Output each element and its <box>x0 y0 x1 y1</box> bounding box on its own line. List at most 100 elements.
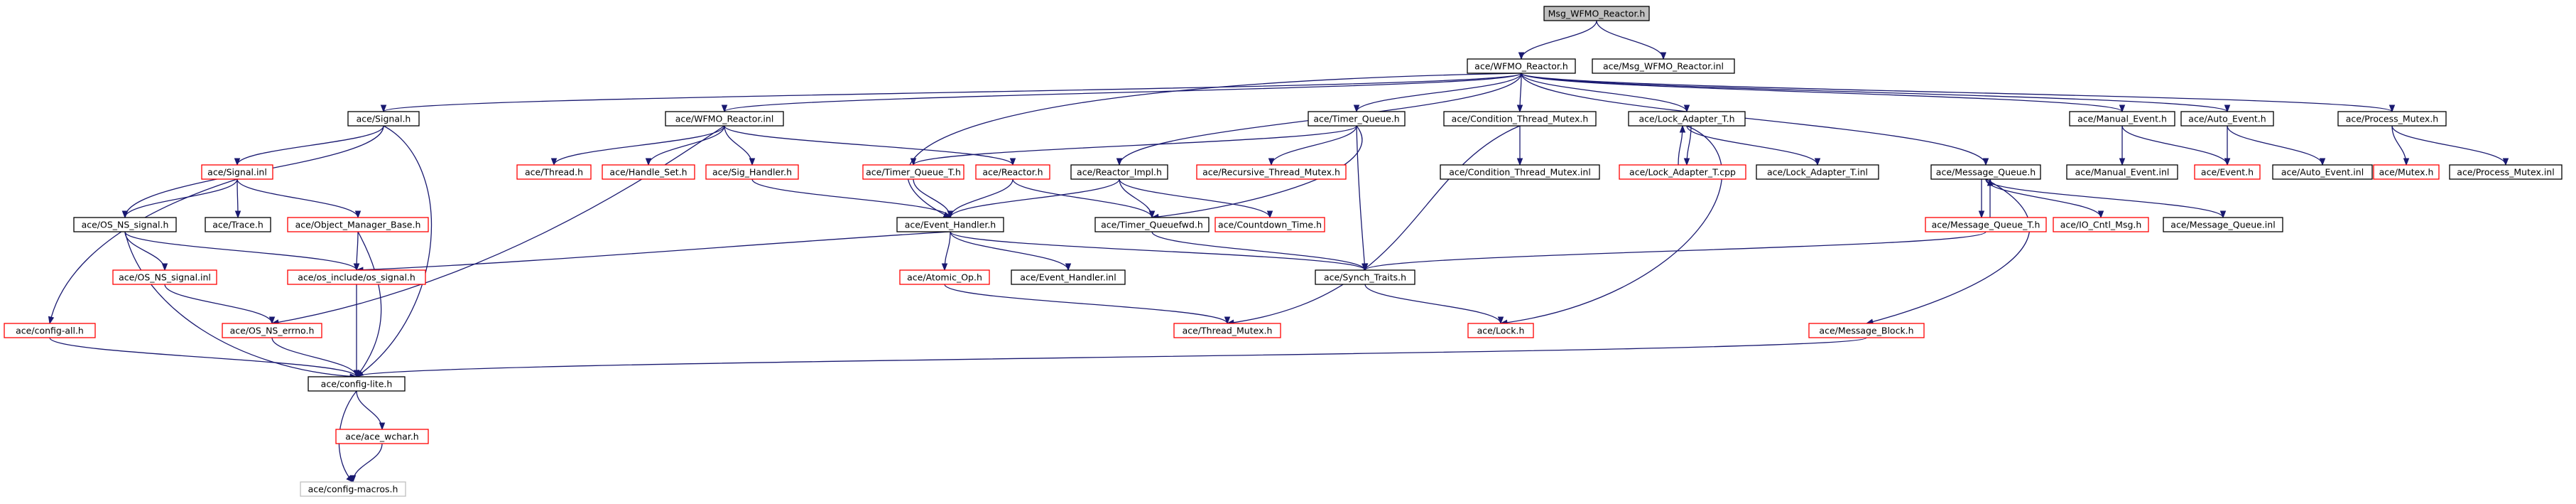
arrowhead-icon <box>354 210 362 219</box>
node-thread-h[interactable]: ace/Thread.h <box>516 164 592 180</box>
node-process-mutex-inl[interactable]: ace/Process_Mutex.inl <box>2449 164 2563 180</box>
node-label: ace/IO_Cntl_Msg.h <box>2060 220 2142 230</box>
node-box <box>1315 269 1415 285</box>
node-label: ace/Recursive_Thread_Mutex.h <box>1202 167 1340 178</box>
node-timer-queue-h[interactable]: ace/Timer_Queue.h <box>1308 111 1406 127</box>
node-ace-wchar-h[interactable]: ace/ace_wchar.h <box>335 429 429 444</box>
edge-wfmo_reactor_h-to-signal_h <box>380 73 1522 113</box>
node-thread-mutex-h[interactable]: ace/Thread_Mutex.h <box>1173 323 1281 338</box>
edge-lock_adapter_t_h-to-lock_adapter_t_cpp <box>1683 125 1692 166</box>
node-label: ace/Process_Mutex.h <box>2346 114 2438 124</box>
edge-os_ns_errno_h-to-config_lite_h <box>271 337 360 378</box>
node-signal-h[interactable]: ace/Signal.h <box>347 111 420 127</box>
node-lock-adapter-t-cpp[interactable]: ace/Lock_Adapter_T.cpp <box>1619 164 1746 180</box>
arrowhead-icon <box>1148 210 1156 219</box>
node-atomic-op-h[interactable]: ace/Atomic_Op.h <box>899 269 990 285</box>
edge-line <box>49 178 238 324</box>
node-condition-thread-mutex-h[interactable]: ace/Condition_Thread_Mutex.h <box>1443 111 1597 127</box>
node-event-handler-h[interactable]: ace/Event_Handler.h <box>896 217 1004 232</box>
node-label: ace/Message_Queue.h <box>1936 167 2036 178</box>
edge-reactor_impl_h-to-timer_queuefwd_h <box>1119 178 1156 219</box>
node-message-block-h[interactable]: ace/Message_Block.h <box>1808 323 1925 338</box>
node-event-handler-inl[interactable]: ace/Event_Handler.inl <box>1011 269 1126 285</box>
node-process-mutex-h[interactable]: ace/Process_Mutex.h <box>2337 111 2447 127</box>
node-auto-event-h[interactable]: ace/Auto_Event.h <box>2180 111 2274 127</box>
node-box <box>2180 111 2274 127</box>
edge-message_queue_h-to-io_cntl_msg_h <box>1985 178 2104 219</box>
edge-lock_adapter_t_h-to-lock_adapter_t_inl <box>1686 125 1821 166</box>
node-box <box>1467 58 1576 74</box>
node-signal-inl[interactable]: ace/Signal.inl <box>201 164 273 180</box>
arrowhead-icon <box>947 210 954 219</box>
node-box <box>347 111 420 127</box>
node-timer-queue-t-h[interactable]: ace/Timer_Queue_T.h <box>862 164 964 180</box>
node-os-ns-errno-h[interactable]: ace/OS_NS_errno.h <box>222 323 322 338</box>
arrowhead-icon <box>349 475 357 483</box>
node-os-ns-signal-inl[interactable]: ace/OS_NS_signal.inl <box>112 269 217 285</box>
arrowhead-icon <box>1224 316 1231 325</box>
edge-line <box>724 73 1522 112</box>
arrowhead-icon <box>48 316 55 325</box>
edge-message_queue_h-to-message_queue_t_h <box>1978 179 1985 219</box>
node-wfmo-reactor-inl[interactable]: ace/WFMO_Reactor.inl <box>665 111 784 127</box>
arrowhead-icon <box>1266 210 1273 219</box>
node-manual-event-h[interactable]: ace/Manual_Event.h <box>2069 111 2175 127</box>
edge-line <box>1521 73 2228 112</box>
edge-wfmo_reactor_h-to-condition_thread_mutex_h <box>1516 73 1523 113</box>
node-mutex-h[interactable]: ace/Mutex.h <box>2373 164 2440 180</box>
node-os-ns-signal-h[interactable]: ace/OS_NS_signal.h <box>73 217 177 232</box>
node-box <box>73 217 177 232</box>
arrowhead-icon <box>2388 104 2396 113</box>
edge-line <box>913 125 1357 166</box>
edge-wfmo_reactor_h-to-process_mutex_h <box>1521 73 2396 113</box>
node-countdown-time-h[interactable]: ace/Countdown_Time.h <box>1214 217 1325 232</box>
node-handle-set-h[interactable]: ace/Handle_Set.h <box>602 164 695 180</box>
node-message-queue-t-h[interactable]: ace/Message_Queue_T.h <box>1925 217 2047 232</box>
node-message-queue-h[interactable]: ace/Message_Queue.h <box>1930 164 2041 180</box>
node-condition-thread-mutex-inl[interactable]: ace/Condition_Thread_Mutex.inl <box>1440 164 1600 180</box>
node-label: ace/Process_Mutex.inl <box>2457 167 2554 178</box>
node-lock-adapter-t-h[interactable]: ace/Lock_Adapter_T.h <box>1628 111 1746 127</box>
node-box <box>975 164 1050 180</box>
edge-line <box>356 337 1867 377</box>
edge-signal_h-to-signal_inl <box>234 125 384 166</box>
edge-line <box>1271 125 1357 166</box>
node-auto-event-inl[interactable]: ace/Auto_Event.inl <box>2272 164 2373 180</box>
node-reactor-impl-h[interactable]: ace/Reactor_Impl.h <box>1070 164 1168 180</box>
edge-line <box>356 231 951 271</box>
node-object-manager-base-h[interactable]: ace/Object_Manager_Base.h <box>287 217 429 232</box>
node-config-macros-h[interactable]: ace/config-macros.h <box>300 481 406 497</box>
node-synch-traits-h[interactable]: ace/Synch_Traits.h <box>1315 269 1415 285</box>
arrowhead-icon <box>1497 316 1504 325</box>
node-reactor-h[interactable]: ace/Reactor.h <box>975 164 1050 180</box>
node-sig-handler-h[interactable]: ace/Sig_Handler.h <box>705 164 799 180</box>
node-event-h[interactable]: ace/Event.h <box>2194 164 2261 180</box>
node-manual-event-inl[interactable]: ace/Manual_Event.inl <box>2066 164 2178 180</box>
edge-wfmo_reactor_h-to-lock_adapter_t_h <box>1521 73 1690 113</box>
node-lock-h[interactable]: ace/Lock.h <box>1467 323 1534 338</box>
node-box <box>287 269 426 285</box>
node-io-cntl-msg-h[interactable]: ace/IO_Cntl_Msg.h <box>2053 217 2149 232</box>
edge-line <box>1521 20 1597 60</box>
edge-wfmo_reactor_h-to-event_handler_h <box>907 73 1522 218</box>
node-config-lite-h[interactable]: ace/config-lite.h <box>308 376 406 392</box>
node-wfmo-reactor-h[interactable]: ace/WFMO_Reactor.h <box>1467 58 1576 74</box>
node-os-include-os-signal-h[interactable]: ace/os_include/os_signal.h <box>287 269 426 285</box>
edge-line <box>950 231 1069 271</box>
node-recursive-thread-mutex-h[interactable]: ace/Recursive_Thread_Mutex.h <box>1196 164 1347 180</box>
arrowhead-icon <box>234 210 241 219</box>
node-box <box>222 323 322 338</box>
node-config-all-h[interactable]: ace/config-all.h <box>4 323 96 338</box>
node-message-queue-inl[interactable]: ace/Message_Queue.inl <box>2163 217 2283 232</box>
node-label: ace/config-lite.h <box>321 379 393 390</box>
edge-line <box>1521 73 2393 112</box>
arrowhead-icon <box>1268 158 1275 166</box>
node-box <box>1070 164 1168 180</box>
node-trace-h[interactable]: ace/Trace.h <box>205 217 271 232</box>
edge-event_handler_h-to-event_handler_inl <box>950 231 1072 272</box>
node-msg-wfmo-reactor-inl[interactable]: ace/Msg_WFMO_Reactor.inl <box>1592 58 1735 74</box>
node-lock-adapter-t-inl[interactable]: ace/Lock_Adapter_T.inl <box>1756 164 1879 180</box>
node-timer-queuefwd-h[interactable]: ace/Timer_Queuefwd.h <box>1094 217 1210 232</box>
node-label: ace/Atomic_Op.h <box>907 272 982 283</box>
